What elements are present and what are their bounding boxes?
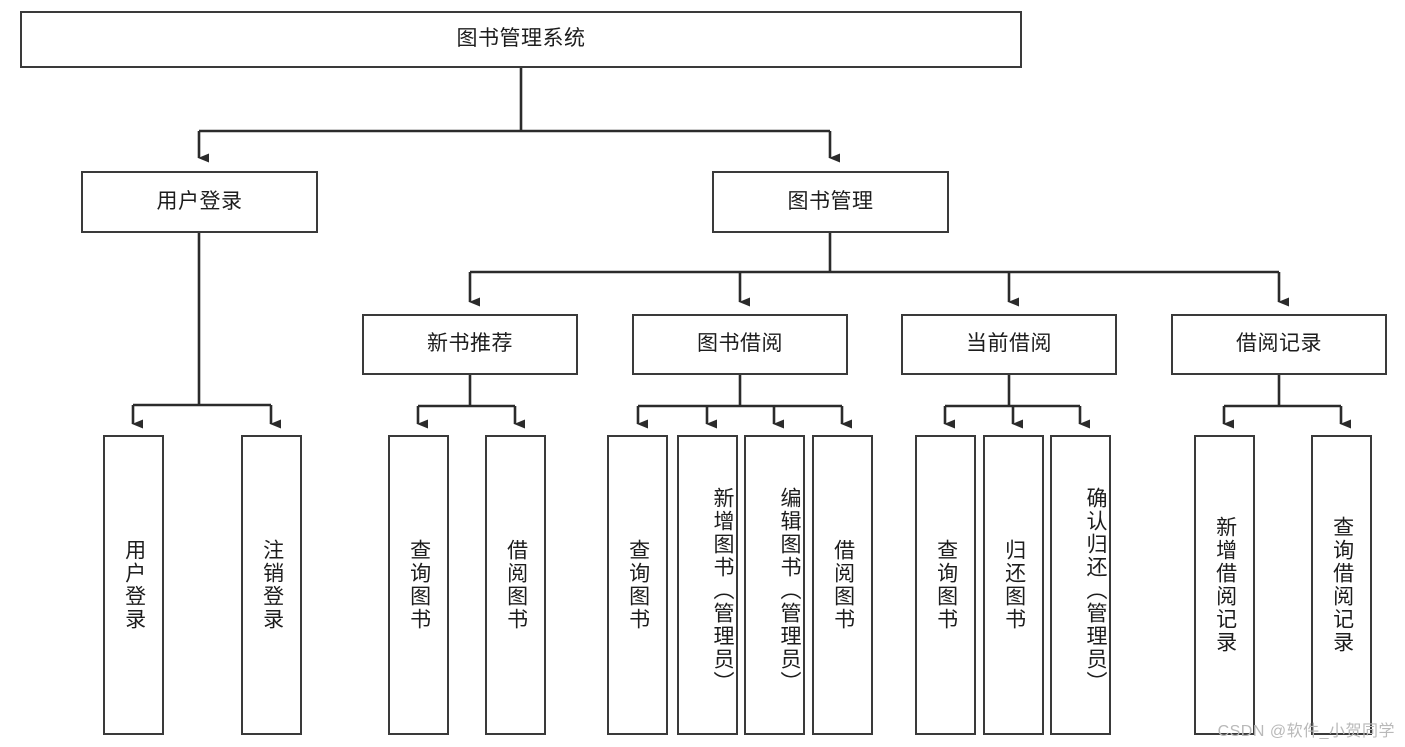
leaf-user-login[interactable]: 用户登录 [103, 435, 164, 735]
leaf-borrow-book[interactable]: 借阅图书 [812, 435, 873, 735]
leaf-return-book[interactable]: 归还图书 [983, 435, 1044, 735]
csdn-watermark: CSDN @软件_小贺同学 [1217, 723, 1395, 740]
node-label: 借阅图书 [831, 539, 855, 631]
node-label: 确认归还（管理员） [1084, 486, 1107, 694]
node-label: 新书推荐 [427, 332, 513, 356]
node-borrow-record[interactable]: 借阅记录 [1171, 314, 1387, 375]
node-label: 图书管理系统 [456, 27, 586, 51]
node-label: 注销登录 [260, 539, 284, 631]
leaf-borrow-book-recommend[interactable]: 借阅图书 [485, 435, 546, 735]
leaf-add-borrow-record[interactable]: 新增借阅记录 [1194, 435, 1255, 735]
node-root-book-management-system[interactable]: 图书管理系统 [20, 11, 1022, 68]
node-new-book-recommend[interactable]: 新书推荐 [362, 314, 578, 375]
node-book-borrow[interactable]: 图书借阅 [632, 314, 848, 375]
node-book-management[interactable]: 图书管理 [712, 171, 949, 233]
leaf-query-book-borrow[interactable]: 查询图书 [607, 435, 668, 735]
node-label: 用户登录 [122, 539, 146, 631]
node-label: 当前借阅 [966, 332, 1052, 356]
node-label: 新增借阅记录 [1213, 516, 1237, 654]
node-label: 新增图书（管理员） [711, 486, 734, 694]
leaf-query-book-recommend[interactable]: 查询图书 [388, 435, 449, 735]
leaf-query-book-current[interactable]: 查询图书 [915, 435, 976, 735]
leaf-edit-book-admin[interactable]: 编辑图书（管理员） [744, 435, 805, 735]
leaf-query-borrow-record[interactable]: 查询借阅记录 [1311, 435, 1372, 735]
node-current-borrow[interactable]: 当前借阅 [901, 314, 1117, 375]
node-label: 归还图书 [1002, 539, 1026, 631]
leaf-add-book-admin[interactable]: 新增图书（管理员） [677, 435, 738, 735]
leaf-confirm-return-admin[interactable]: 确认归还（管理员） [1050, 435, 1111, 735]
node-label: 用户登录 [156, 189, 243, 213]
node-label: 编辑图书（管理员） [778, 486, 801, 694]
node-label: 查询借阅记录 [1330, 516, 1354, 654]
node-label: 图书管理 [787, 189, 874, 213]
node-user-login[interactable]: 用户登录 [81, 171, 318, 233]
node-label: 查询图书 [407, 539, 431, 631]
node-label: 借阅图书 [504, 539, 528, 631]
node-label: 查询图书 [626, 539, 650, 631]
node-label: 查询图书 [934, 539, 958, 631]
node-label: 借阅记录 [1236, 332, 1322, 356]
leaf-logout[interactable]: 注销登录 [241, 435, 302, 735]
node-label: 图书借阅 [697, 332, 783, 356]
